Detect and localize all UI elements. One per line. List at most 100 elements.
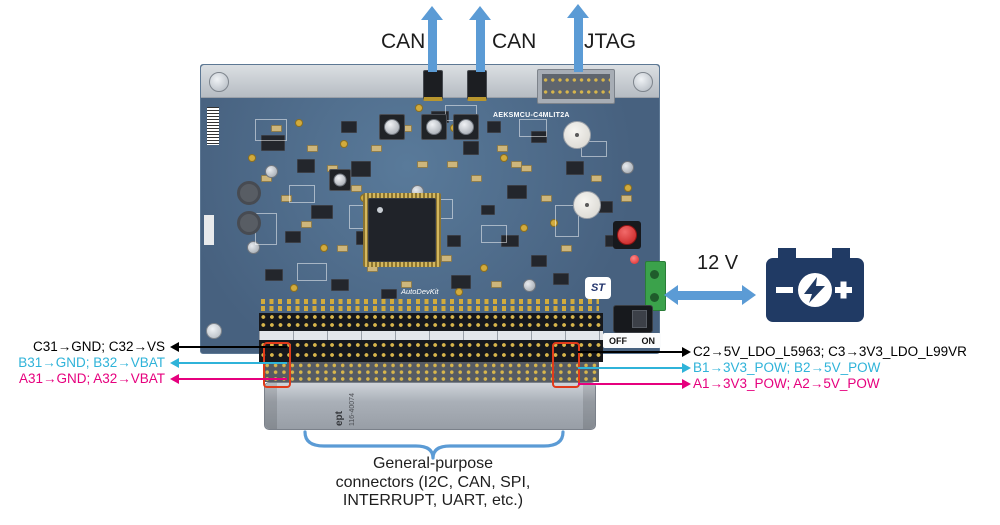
barcode-label (205, 105, 221, 147)
board-component (291, 285, 297, 291)
board-component (381, 289, 397, 299)
push-button-2 (421, 114, 447, 140)
pad-row-1 (261, 299, 599, 304)
board-component (491, 281, 502, 288)
board-component (237, 211, 261, 235)
edge-connector: ept 116-40074 (264, 382, 596, 430)
board-component (471, 175, 482, 182)
board-component (351, 161, 371, 177)
board-component (521, 165, 532, 172)
board-component (297, 159, 315, 173)
board-component (441, 255, 452, 262)
left-annotation-a-row: A31→GND; A32→VBAT (18, 371, 165, 386)
board-component (553, 273, 569, 285)
screw-bottom-left (206, 323, 222, 339)
left-arrow-a-row (170, 374, 287, 384)
round-component-1 (563, 121, 591, 149)
board-part-number: AEKSMCU-C4MLIT2A (493, 112, 570, 119)
board-component (451, 275, 471, 289)
board-component (401, 281, 412, 288)
board-component (301, 221, 312, 228)
board-component (261, 135, 285, 151)
board-component (531, 131, 547, 143)
round-component-2 (573, 191, 601, 219)
board-component (555, 205, 579, 237)
can2-up-arrow-icon (469, 6, 491, 72)
board-component (531, 255, 547, 267)
jtag-up-arrow-icon (567, 4, 589, 72)
board-component (331, 279, 349, 291)
can2-label: CAN (492, 30, 537, 53)
evaluation-board: AEKSMCU-C4MLIT2A ST AutoDevKit OFF ON ep… (200, 64, 666, 430)
board-component (341, 121, 357, 133)
right-annotation-b-row: B1→3V3_POW; B2→5V_POW (693, 360, 881, 375)
board-component (501, 235, 519, 247)
board-component (351, 185, 362, 192)
can-connector-1 (423, 70, 443, 101)
board-component (297, 263, 327, 281)
board-component (417, 161, 428, 168)
board-component (621, 161, 634, 174)
board-component (511, 161, 522, 168)
board-component (307, 145, 318, 152)
jtag-label: JTAG (584, 30, 637, 53)
board-component (523, 279, 536, 292)
push-button-3 (453, 114, 479, 140)
pin-header-number-strip (259, 331, 603, 340)
board-component (521, 225, 527, 231)
board-component (481, 225, 507, 243)
caption-line-2: connectors (I2C, CAN, SPI, (335, 473, 531, 491)
board-component (501, 155, 507, 161)
board-component (541, 195, 552, 202)
board-component (456, 289, 462, 295)
left-arrow-b-row (170, 358, 287, 368)
board-component (551, 220, 557, 226)
board-component (591, 175, 602, 182)
board-component (416, 105, 422, 111)
board-component (507, 185, 527, 199)
board-component (481, 265, 487, 271)
supply-voltage-label: 12 V (697, 252, 739, 274)
board-component (265, 165, 278, 178)
power-terminal-connector (645, 261, 666, 311)
st-logo: ST (585, 277, 611, 299)
board-component (249, 155, 255, 161)
right-arrow-b-row (578, 363, 691, 373)
board-component (625, 185, 631, 191)
board-component (237, 181, 261, 205)
board-component (481, 205, 495, 215)
push-button-4 (329, 169, 351, 191)
red-led (630, 255, 639, 264)
board-component (621, 195, 632, 202)
board-component (581, 141, 607, 157)
connector-brand: ept (334, 411, 345, 426)
battery-icon (766, 248, 864, 322)
jtag-pins (542, 74, 610, 99)
caption-line-1: General-purpose (372, 455, 494, 472)
switch-label: OFF ON (603, 333, 661, 348)
board-component (341, 141, 347, 147)
board-component (371, 145, 382, 152)
left-annotation-c-row: C31→GND; C32→VS (32, 339, 165, 354)
board-component (311, 205, 333, 219)
push-button-1 (379, 114, 405, 140)
autodevkit-logo: AutoDevKit (401, 287, 439, 296)
board-component (447, 161, 458, 168)
board-component (271, 125, 282, 132)
board-component (497, 145, 508, 152)
pin-header-bottom (259, 340, 603, 362)
microcontroller-chip (363, 193, 441, 267)
highlight-right-pins (552, 342, 580, 388)
board-component (255, 119, 287, 141)
board-component (321, 245, 327, 251)
right-annotation-c-row: C2→5V_LDO_L5963; C3→3V3_LDO_L99VR (693, 344, 967, 359)
left-arrow-c-row (170, 342, 287, 352)
right-arrow-a-row (578, 379, 691, 389)
power-double-arrow-icon (664, 284, 756, 306)
board-component (281, 195, 292, 202)
can1-label: CAN (381, 30, 426, 53)
board-component (487, 121, 501, 133)
board-component (566, 161, 584, 175)
brace-icon (303, 430, 565, 460)
